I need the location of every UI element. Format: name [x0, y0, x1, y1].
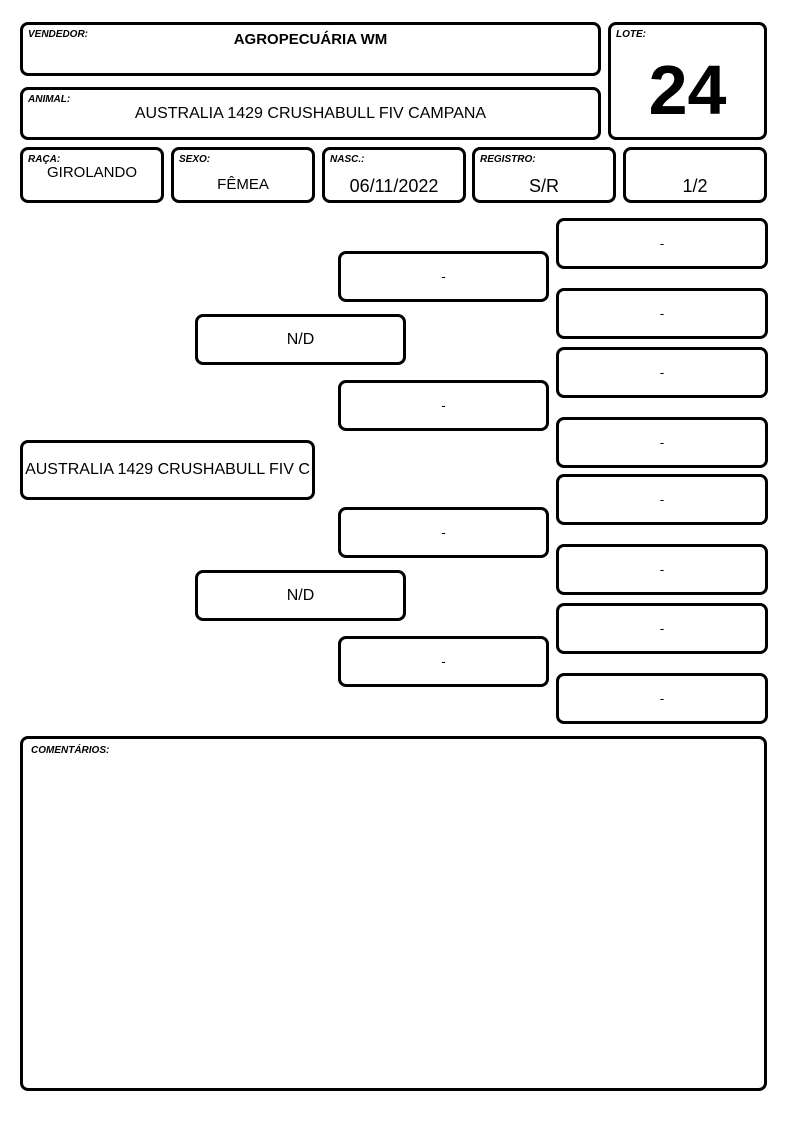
pedigree-ggp-1: -: [556, 218, 768, 269]
animal-name: AUSTRALIA 1429 CRUSHABULL FIV CAMPANA: [134, 105, 487, 122]
pedigree-ggp-8: -: [556, 673, 768, 724]
registro-box: REGISTRO: S/R: [472, 147, 616, 203]
raca-box: RAÇA: GIROLANDO: [20, 147, 164, 203]
pedigree-animal: AUSTRALIA 1429 CRUSHABULL FIV C: [20, 440, 315, 500]
pedigree-ggp-5: -: [556, 474, 768, 525]
page-box: 1/2: [623, 147, 767, 203]
lote-box: LOTE: 24: [608, 22, 767, 140]
lote-label: LOTE:: [616, 29, 646, 40]
vendedor-box: VENDEDOR: AGROPECUÁRIA WM: [20, 22, 601, 76]
animal-box: ANIMAL: AUSTRALIA 1429 CRUSHABULL FIV CA…: [20, 87, 601, 140]
animal-label: ANIMAL:: [28, 94, 71, 105]
sexo-label: SEXO:: [179, 154, 211, 165]
nasc-box: NASC.: 06/11/2022: [322, 147, 466, 203]
nasc-value: 06/11/2022: [349, 176, 439, 196]
pedigree-dam-sire: -: [338, 507, 549, 558]
raca-value: GIROLANDO: [46, 164, 137, 181]
sexo-value: FÊMEA: [217, 176, 269, 193]
raca-label: RAÇA:: [28, 154, 61, 165]
pedigree-dam: N/D: [195, 570, 406, 621]
comments-box: COMENTÁRIOS:: [20, 736, 767, 1091]
pedigree-sire-dam: -: [338, 380, 549, 431]
pedigree-ggp-7: -: [556, 603, 768, 654]
comments-label: COMENTÁRIOS:: [31, 745, 110, 756]
pedigree-ggp-6: -: [556, 544, 768, 595]
pedigree-dam-dam: -: [338, 636, 549, 687]
vendedor-label: VENDEDOR:: [28, 29, 89, 40]
registro-label: REGISTRO:: [480, 154, 536, 165]
pedigree-ggp-4: -: [556, 417, 768, 468]
page-number: 1/2: [682, 176, 708, 196]
nasc-label: NASC.:: [330, 154, 365, 165]
pedigree-ggp-2: -: [556, 288, 768, 339]
registro-value: S/R: [528, 176, 559, 196]
pedigree-sire-sire: -: [338, 251, 549, 302]
pedigree-sire: N/D: [195, 314, 406, 365]
sexo-box: SEXO: FÊMEA: [171, 147, 315, 203]
lote-value: 24: [648, 51, 727, 129]
vendedor-value: AGROPECUÁRIA WM: [233, 31, 388, 48]
pedigree-ggp-3: -: [556, 347, 768, 398]
